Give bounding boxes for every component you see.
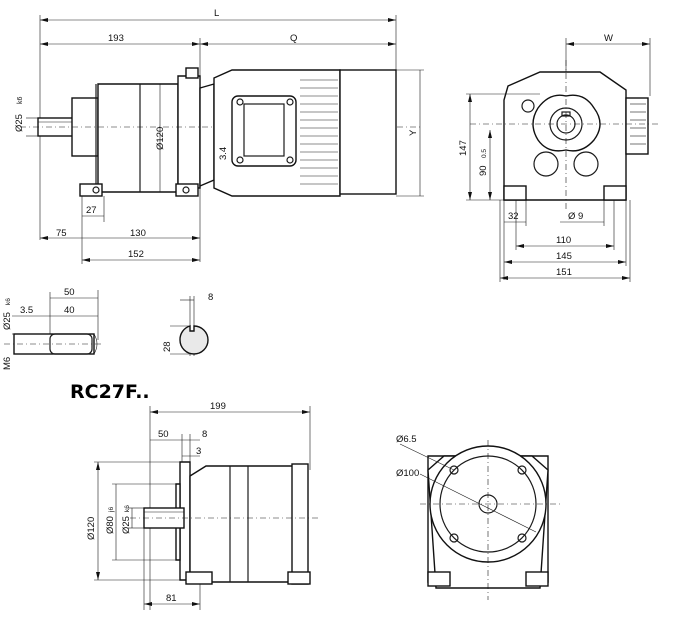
key-detail: 8 28 <box>162 292 213 356</box>
dim-152: 152 <box>128 249 144 260</box>
flange-dim-8: 8 <box>202 429 207 440</box>
front-dim-d100: Ø100 <box>396 468 419 479</box>
dim-Q: Q <box>290 33 297 44</box>
side-view: L 193 Q <box>14 8 424 264</box>
dim-Y: Y <box>408 129 419 136</box>
flange-dim-d80: Ø80 <box>105 516 116 534</box>
flange-dim-50: 50 <box>158 429 169 440</box>
dim-L: L <box>214 8 219 19</box>
flange-side-view: 199 50 8 3 Ø120 Ø80 j6 <box>86 401 320 610</box>
dim-75: 75 <box>56 228 67 239</box>
motor-fins <box>300 79 338 185</box>
flange-front-view: Ø6.5 Ø100 <box>396 434 560 600</box>
dim-193: 193 <box>108 33 124 44</box>
flange-dim-d25: Ø25 <box>121 516 132 534</box>
shaft-detail: 50 3.5 40 Ø25 k6 M6 <box>2 287 104 370</box>
dim-d25-tol: k6 <box>17 97 24 105</box>
shaft-dim-d25: Ø25 <box>2 312 13 330</box>
shaft-dim-d25-tol: k6 <box>5 298 12 305</box>
shaft-dim-40: 40 <box>64 305 75 316</box>
dim-147: 147 <box>458 140 469 156</box>
dim-d9: Ø 9 <box>568 211 583 222</box>
front-dim-d6-5: Ø6.5 <box>396 434 417 445</box>
shaft-thread-m6: M6 <box>2 357 13 370</box>
flange-dim-d120: Ø120 <box>86 517 97 540</box>
flange-dim-81: 81 <box>166 593 177 604</box>
end-view: W 147 90 0.5 <box>458 33 660 282</box>
key-dim-8: 8 <box>208 292 213 303</box>
flange-dim-d25-tol: k6 <box>124 505 131 512</box>
flange-dim-d80-tol: j6 <box>108 507 115 513</box>
flange-dim-3: 3 <box>196 446 201 457</box>
dim-130: 130 <box>130 228 146 239</box>
dim-W: W <box>604 33 613 44</box>
dim-d25: Ø25 <box>14 114 25 132</box>
flange-dim-199: 199 <box>210 401 226 412</box>
dim-d120: Ø120 <box>155 127 166 150</box>
shaft-dim-50: 50 <box>64 287 75 298</box>
dim-3-4: 3.4 <box>218 147 229 160</box>
dim-145: 145 <box>556 251 572 262</box>
shaft-dim-3-5: 3.5 <box>20 305 33 316</box>
dim-151: 151 <box>556 267 572 278</box>
dim-90: 90 <box>478 165 489 176</box>
model-title: RC27F.. <box>70 381 150 403</box>
dim-110: 110 <box>556 235 571 246</box>
dim-90-tol: 0.5 <box>481 149 488 158</box>
dim-32: 32 <box>508 211 519 222</box>
key-dim-28: 28 <box>162 341 173 352</box>
dim-27: 27 <box>86 205 97 216</box>
